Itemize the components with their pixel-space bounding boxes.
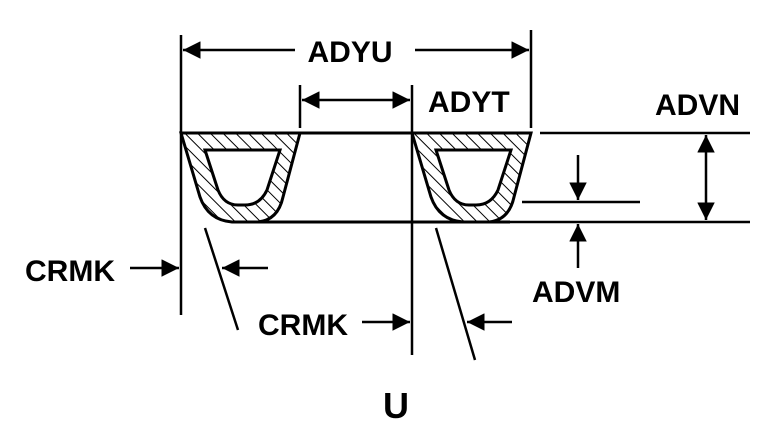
crmk-center-label: CRMK — [258, 309, 348, 342]
adyt-label: ADYT — [428, 86, 510, 119]
right-rib-groove — [433, 148, 514, 207]
belt-profile — [178, 131, 533, 224]
slant-line-left — [203, 227, 240, 331]
adyu-label: ADYU — [307, 36, 392, 69]
advn-label: ADVN — [655, 89, 740, 122]
view-label: U — [383, 385, 409, 426]
left-rib-groove — [202, 148, 283, 207]
crmk-left-label: CRMK — [25, 255, 115, 288]
slant-line-right — [434, 227, 477, 361]
advm-label: ADVM — [532, 276, 620, 309]
